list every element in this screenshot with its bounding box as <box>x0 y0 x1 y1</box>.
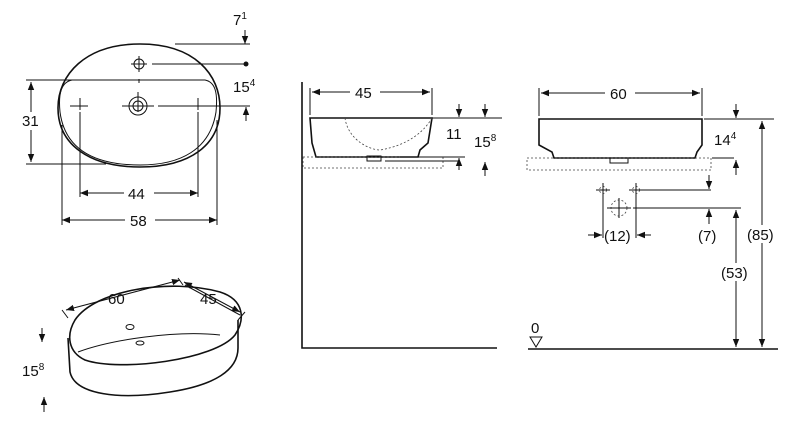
front-dim-width: 60 <box>610 86 627 103</box>
drain-icon <box>122 92 154 116</box>
iso-tap-hole-icon <box>125 324 135 330</box>
side-dim-bowl-height: 11 <box>446 126 462 143</box>
dim-hole-spacing: 44 <box>128 186 145 203</box>
dim-bowl-depth: 31 <box>22 113 39 130</box>
wall-and-floor <box>301 82 497 349</box>
dim-pipe-offset: (7) <box>698 228 716 245</box>
iso-dim-height: 158 <box>22 362 45 380</box>
tap-hole-icon <box>131 56 147 72</box>
side-basin-outline <box>309 117 433 158</box>
iso-dim-depth: 45 <box>200 291 217 308</box>
iso-dim-width: 60 <box>108 291 125 308</box>
floor-level-label: 0 <box>531 320 539 337</box>
floor-level-icon <box>529 336 543 348</box>
front-view: 60 144 (12) (7) (53) (85) 0 <box>526 84 781 350</box>
bowl-outline <box>59 79 218 166</box>
dim-pipe-height: (53) <box>721 265 748 282</box>
side-dim-depth: 45 <box>355 85 372 102</box>
basin-outline <box>57 43 221 168</box>
top-view: 71 154 31 44 58 <box>18 11 256 230</box>
water-connection-icon <box>596 183 610 197</box>
front-dim-height: 144 <box>714 131 737 149</box>
drain-connection-icon <box>607 198 631 218</box>
dim-rim-height: (85) <box>747 227 774 244</box>
dim-top-offset: 71 <box>233 11 247 29</box>
water-connection-icon <box>629 183 643 197</box>
front-basin-outline <box>538 118 703 159</box>
side-dim-total-height: 158 <box>474 133 497 151</box>
dim-tap-offset: 154 <box>233 78 256 96</box>
dim-pipe-spacing: (12) <box>604 228 631 245</box>
dim-overall-width: 58 <box>130 213 147 230</box>
iso-view: 60 45 158 <box>22 277 246 412</box>
side-view: 45 11 158 <box>301 82 502 349</box>
